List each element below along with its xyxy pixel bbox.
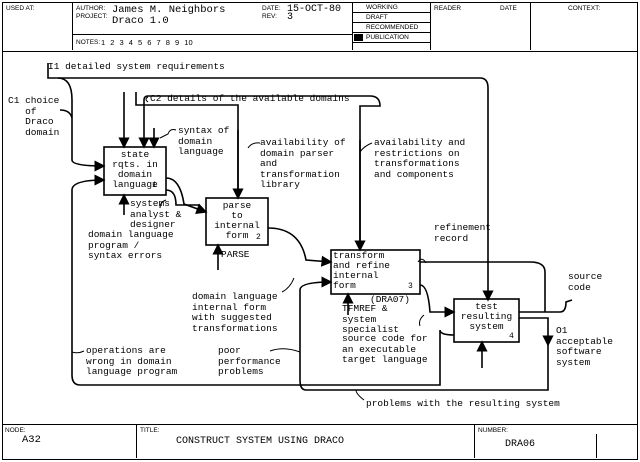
- label-i1: I1 detailed system requirements: [48, 61, 225, 72]
- diagram-frame: [2, 50, 638, 424]
- status-publication: PUBLICATION: [366, 34, 409, 41]
- box-1-label: state rqts. in domain language: [112, 149, 158, 190]
- box-2-number: 2: [256, 233, 261, 242]
- label-dra07: (DRA07): [370, 294, 410, 305]
- label-tfmref: TFMREF & system specialist: [342, 303, 400, 335]
- used-at-label: USED AT:: [6, 5, 35, 12]
- box-1-number: 1: [152, 181, 157, 190]
- label-source-code: source code: [568, 271, 603, 293]
- status-working: WORKING: [366, 4, 398, 11]
- label-availability-restrictions: availability and restrictions on transfo…: [374, 137, 466, 180]
- footer-frame: [2, 424, 638, 460]
- author-label: AUTHOR:: [76, 5, 106, 12]
- header-frame: [2, 2, 638, 52]
- box-4-number: 4: [509, 332, 514, 341]
- status-recommended: RECOMMENDED: [366, 24, 419, 31]
- notes-numbers: 1 2 3 4 5 6 7 8 9 10: [101, 38, 193, 47]
- label-operations: operations are wrong in domain language …: [86, 345, 178, 377]
- diagram-title: CONSTRUCT SYSTEM USING DRACO: [176, 436, 345, 447]
- node-value: A32: [22, 434, 41, 446]
- notes-label: NOTES:: [76, 39, 101, 46]
- label-syntax: syntax of domain language: [178, 125, 230, 157]
- title-label: TITLE:: [140, 427, 160, 434]
- author-name: James M. Neighbors: [112, 4, 226, 16]
- rev-label: REV:: [262, 13, 277, 20]
- box-4-label: test resulting system: [460, 301, 513, 332]
- label-parse: PARSE: [221, 249, 250, 260]
- label-c1: C1 choice of Draco domain: [8, 95, 60, 138]
- date-value: 15-OCT-80: [287, 4, 342, 15]
- box-3-label: transform and refine internal form: [333, 250, 391, 291]
- label-systems-analyst: systems analyst & designer: [130, 198, 182, 230]
- label-o1: O1 acceptable software system: [556, 325, 614, 368]
- label-dl-program: domain language program / syntax errors: [88, 229, 174, 261]
- rev-value: 3: [287, 12, 294, 23]
- reader-date-label: DATE: [500, 5, 517, 12]
- box-3-number: 3: [408, 282, 413, 291]
- number-label: NUMBER:: [478, 427, 508, 434]
- project-name: Draco 1.0: [112, 15, 169, 27]
- label-poor: poor performance problems: [218, 345, 281, 377]
- status-draft: DRAFT: [366, 14, 388, 21]
- label-refinement: refinement record: [434, 222, 492, 244]
- reader-label: READER: [434, 5, 462, 12]
- label-source-exec: source code for an executable target lan…: [342, 333, 428, 365]
- label-internal-form: domain language internal form with sugge…: [192, 291, 278, 334]
- label-problems: problems with the resulting system: [366, 398, 560, 409]
- label-availability-parser: availability of domain parser and transf…: [260, 137, 346, 190]
- date-label: DATE:: [262, 5, 281, 12]
- box-2-label: parse to internal form: [214, 200, 260, 241]
- node-label: NODE:: [5, 427, 26, 434]
- project-label: PROJECT:: [76, 13, 108, 20]
- label-c2: C2 details of the available domains: [150, 93, 350, 104]
- publication-check-mark: [354, 34, 363, 41]
- number-value: DRA06: [505, 439, 536, 450]
- context-label: CONTEXT:: [568, 5, 601, 12]
